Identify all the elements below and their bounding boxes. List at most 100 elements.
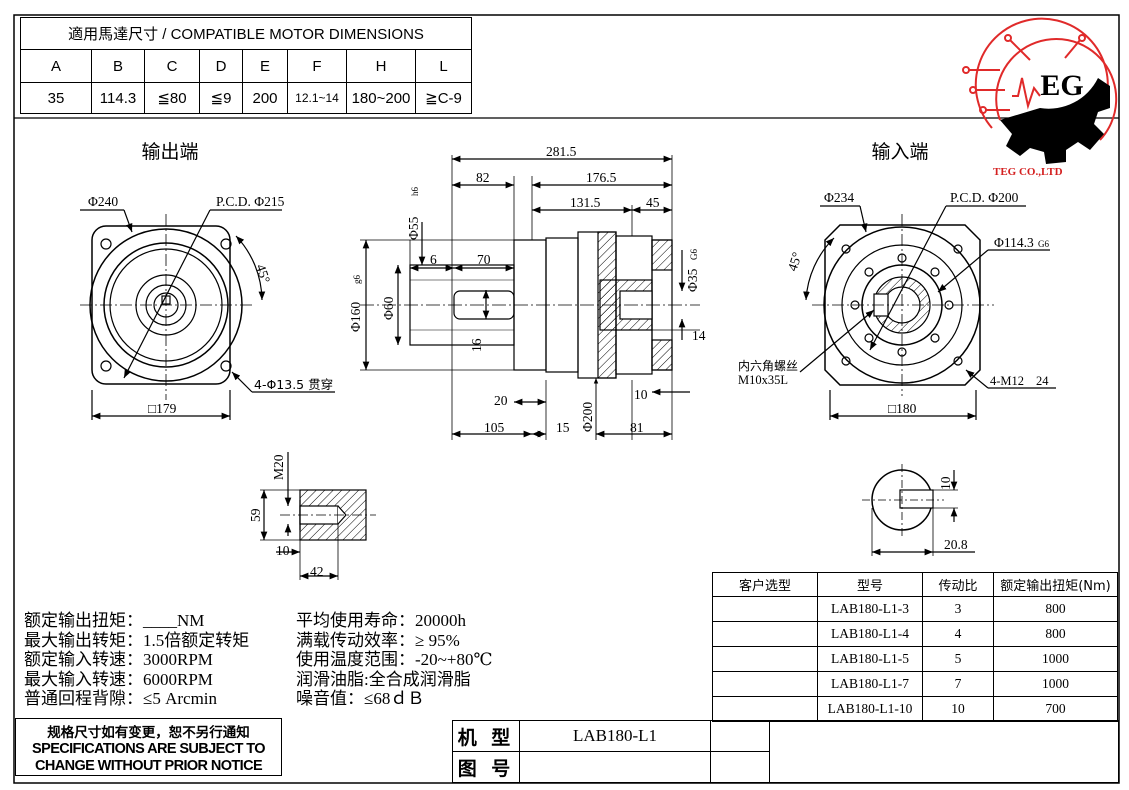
logo-initials: EG (1040, 69, 1083, 102)
model-cell-customer (712, 671, 818, 697)
model-label: 机 型 (452, 720, 520, 752)
spec-value: 3000RPM (143, 650, 213, 670)
spec-change-notice: 规格尺寸如有变更，恕不另行通知 SPECIFICATIONS ARE SUBJE… (15, 718, 282, 776)
model-cell-customer (712, 646, 818, 672)
side-pilot-tol-label: g6 (352, 275, 362, 285)
input-holes-label: 4-M12 (990, 374, 1024, 388)
model-cell-customer (712, 621, 818, 647)
spec-list: 额定输出扭矩：____NM 最大输出转矩：1.5倍额定转矩 额定输入转速：300… (24, 611, 624, 711)
spec-value: ____NM (143, 611, 205, 630)
model-value: LAB180-L1 (519, 720, 711, 752)
key-d10-label: 10 (938, 476, 953, 490)
key-detail-view (862, 464, 975, 556)
motor-header-e: E (242, 49, 288, 83)
model-cell-ratio: 4 (922, 621, 994, 647)
model-cell-model: LAB180-L1-10 (817, 696, 923, 722)
motor-dimension-table: 適用馬達尺寸 / COMPATIBLE MOTOR DIMENSIONS A B… (20, 17, 472, 114)
model-cell-customer (712, 596, 818, 622)
model-header-ratio: 传动比 (922, 572, 994, 597)
model-header-customer: 客户选型 (712, 572, 818, 597)
spec-row: 平均使用寿命：20000h (296, 611, 492, 631)
side-d70-label: 70 (477, 252, 491, 267)
spec-label: 使用温度范围： (296, 650, 415, 670)
spec-value: 1.5倍额定转矩 (143, 630, 250, 650)
model-selection-table: 客户选型 型号 传动比 额定输出扭矩(Nm) LAB180-L1-3 3 800… (712, 572, 1118, 722)
motor-value-h: 180~200 (346, 82, 416, 114)
spec-label: 噪音值 (296, 689, 347, 709)
motor-table-value-row: 35 114.3 ≦80 ≦9 200 12.1~14 180~200 ≧C-9 (20, 82, 472, 114)
model-cell-model: LAB180-L1-3 (817, 596, 923, 622)
tap-d10-label: 10 (276, 543, 290, 558)
table-row: LAB180-L1-3 3 800 (712, 596, 1118, 622)
title-block: 机 型 LAB180-L1 图 号 (452, 720, 1119, 783)
model-cell-customer (712, 696, 818, 722)
input-view-title: 输入端 (871, 141, 928, 163)
side-d200-label: Φ200 (580, 402, 595, 432)
side-in-bore-tol-label: G6 (689, 249, 699, 260)
input-end-view: 输入端 (799, 141, 1056, 420)
spec-row: 普通回程背隙：≤5 Arcmin (24, 689, 249, 709)
model-cell-ratio: 10 (922, 696, 994, 722)
input-angle-label: 45° (785, 250, 805, 273)
motor-table-caption: 適用馬達尺寸 / COMPATIBLE MOTOR DIMENSIONS (20, 17, 472, 50)
table-row: LAB180-L1-10 10 700 (712, 696, 1118, 722)
model-cell-torque: 1000 (993, 646, 1118, 672)
notice-line-2: SPECIFICATIONS ARE SUBJECT TO (32, 741, 265, 757)
spec-label: 额定输出扭矩： (24, 611, 143, 630)
model-cell-ratio: 3 (922, 596, 994, 622)
motor-header-a: A (20, 49, 92, 83)
model-header-torque: 额定输出扭矩(Nm) (993, 572, 1118, 597)
output-holes-label: 4-Φ13.5 贯穿 (254, 377, 333, 392)
tap-d59-label: 59 (248, 508, 263, 522)
title-block-row-model: 机 型 LAB180-L1 (452, 720, 1119, 783)
spec-value: 6000RPM (143, 669, 213, 689)
side-d82-label: 82 (476, 170, 490, 185)
motor-value-b: 114.3 (91, 82, 145, 114)
motor-value-c: ≦80 (144, 82, 200, 114)
model-cell-torque: 1000 (993, 671, 1118, 697)
table-row: LAB180-L1-7 7 1000 (712, 671, 1118, 697)
spec-row: 最大输出转矩：1.5倍额定转矩 (24, 631, 249, 651)
notice-line-1: 规格尺寸如有变更，恕不另行通知 (47, 725, 250, 741)
side-pilot-dia-label: Φ160 (348, 302, 363, 332)
input-bore-label: Φ114.3 (994, 235, 1034, 250)
title-block-large-cell (769, 720, 1119, 783)
spec-value: ≤5 Arcmin (143, 689, 218, 709)
motor-table-header-row: A B C D E F H L (20, 49, 472, 83)
spec-label: 额定输入转速： (24, 650, 143, 670)
side-d16-label: 16 (469, 338, 484, 352)
input-screw-size-label: M10x35L (738, 373, 788, 387)
side-d15-label: 15 (556, 420, 570, 435)
spec-value: ：≤68ｄＢ (347, 689, 425, 709)
input-screw-label: 内六角螺丝 (738, 359, 798, 373)
model-cell-model: LAB180-L1-7 (817, 671, 923, 697)
output-dia-label: Φ240 (88, 194, 118, 209)
table-row: LAB180-L1-5 5 1000 (712, 646, 1118, 672)
side-d131-label: 131.5 (570, 195, 601, 210)
spec-value: -20~+80℃ (415, 650, 493, 670)
motor-value-d: ≦9 (199, 82, 243, 114)
output-end-view: 输出端 (80, 141, 335, 420)
drawing-number-value (519, 751, 711, 783)
model-cell-torque: 800 (993, 596, 1118, 622)
title-block-row-drawing: 图 号 (452, 751, 1119, 783)
model-cell-model: LAB180-L1-4 (817, 621, 923, 647)
spec-value: 全合成润滑脂 (368, 669, 471, 689)
motor-value-l: ≧C-9 (415, 82, 472, 114)
spec-column-right: 平均使用寿命：20000h 满载传动效率：≥ 95% 使用温度范围：-20~+8… (296, 611, 492, 709)
spec-label: 普通回程背隙： (24, 689, 143, 709)
spec-value: ≥ 95% (415, 630, 460, 650)
spec-row: 满载传动效率：≥ 95% (296, 631, 492, 651)
side-d6-label: 6 (430, 252, 437, 267)
model-cell-ratio: 5 (922, 646, 994, 672)
tap-detail-view (260, 452, 376, 580)
side-d45-label: 45 (646, 195, 660, 210)
model-cell-ratio: 7 (922, 671, 994, 697)
side-d81-label: 81 (630, 420, 644, 435)
output-view-title: 输出端 (141, 141, 198, 163)
tap-d42-label: 42 (310, 564, 324, 579)
side-section-view (360, 155, 700, 440)
model-table-header: 客户选型 型号 传动比 额定输出扭矩(Nm) (712, 572, 1118, 597)
